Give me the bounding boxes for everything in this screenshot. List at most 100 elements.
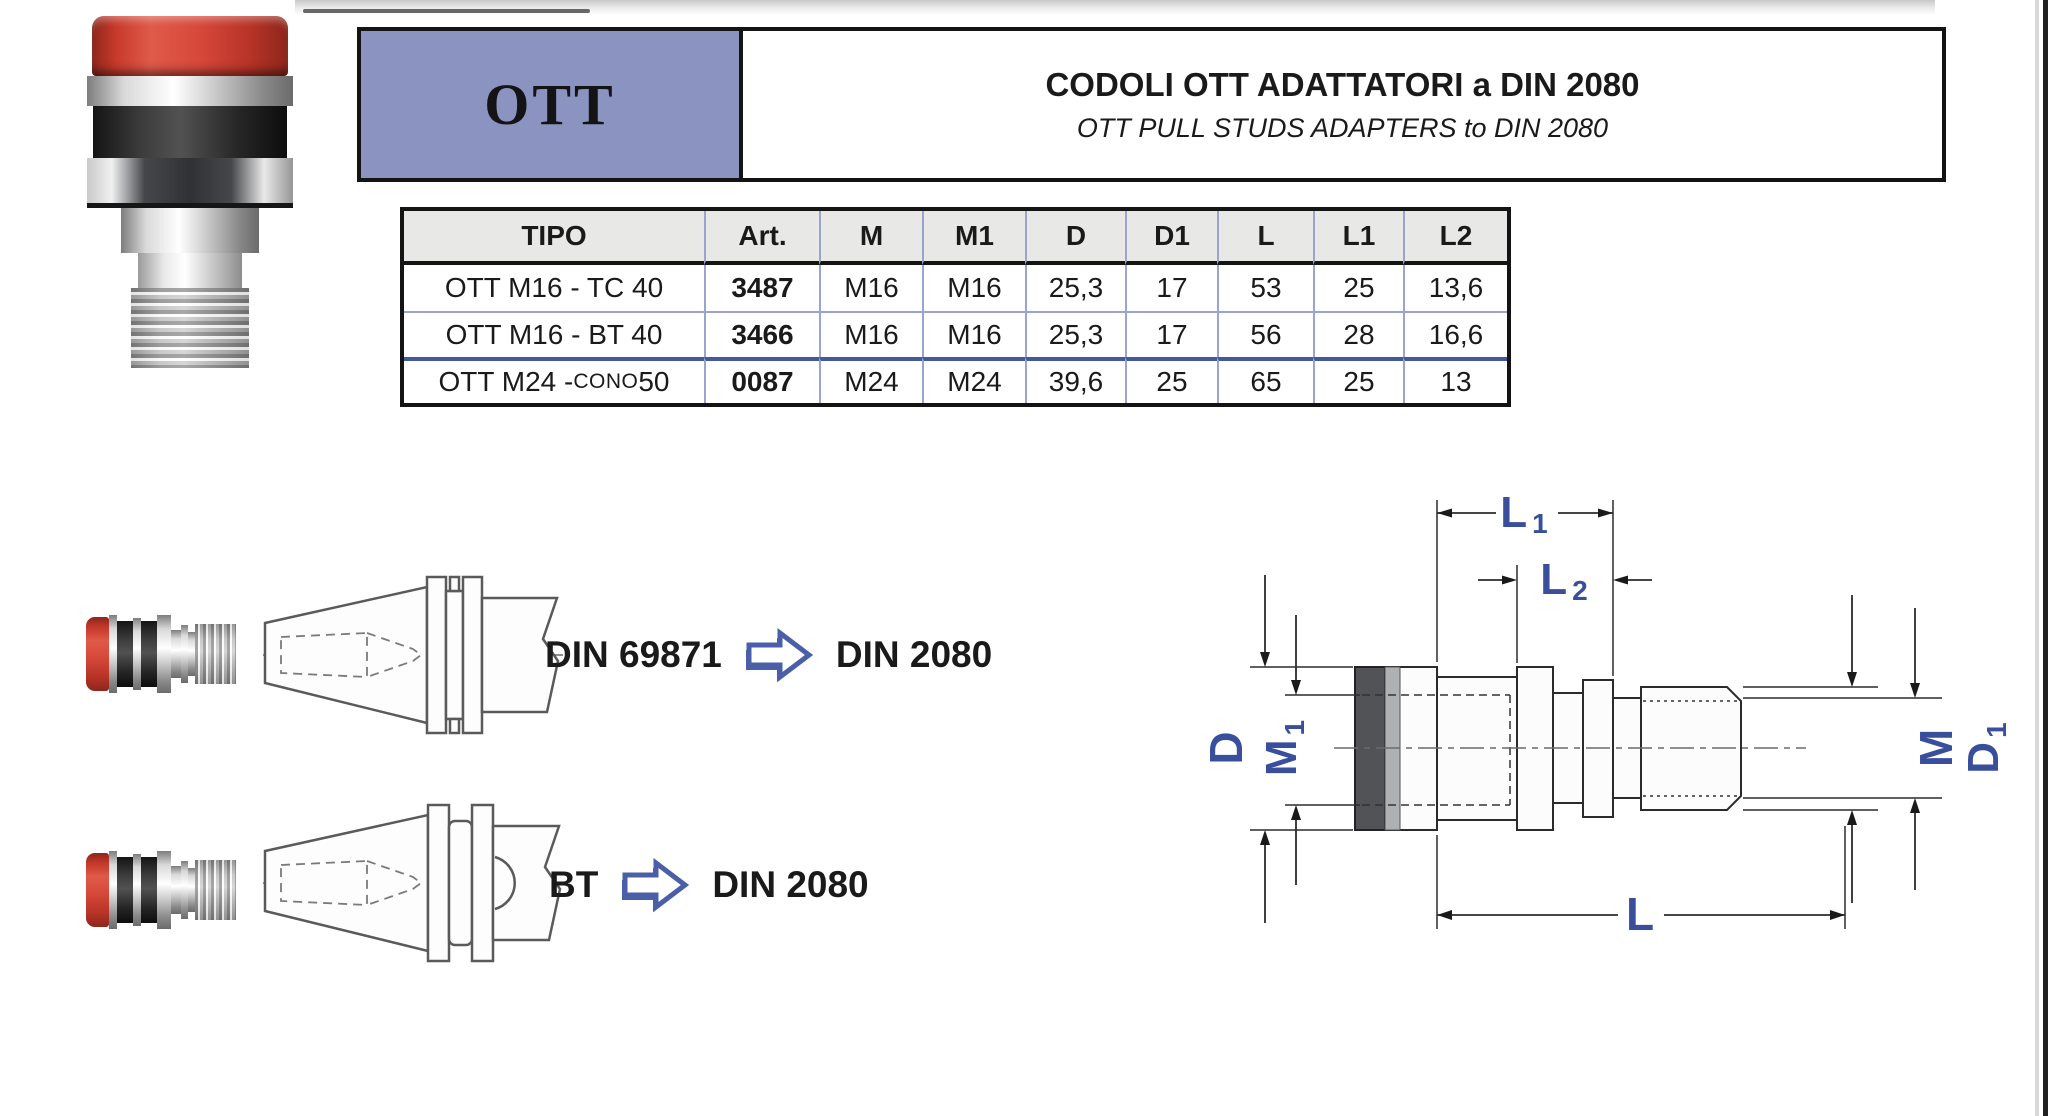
header: OTT CODOLI OTT ADATTATORI a DIN 2080 OTT… [357,27,1946,182]
row1-d: 25,3 [1025,265,1125,311]
row1-tipo-text: OTT M16 - TC 40 [444,272,664,303]
row1-l: 53 [1217,265,1313,311]
stud-collar [156,851,171,929]
stud-black-ring [141,621,157,687]
stud-silver-ring [109,851,118,929]
row2-l1: 28 [1313,311,1403,357]
col-header-d: D [1025,211,1125,265]
conversion-2: BT DIN 2080 [549,858,869,912]
page-right-line [2035,0,2039,1116]
dim-M1-main: M [1257,739,1306,776]
row2-m1: M16 [922,311,1025,357]
dim-label-L: L [1626,888,1654,940]
pull-stud-photo-horizontal-2 [86,848,236,932]
row3-l1: 25 [1313,357,1403,403]
stud-silver-ring [132,854,142,926]
row3-tipo-smallcaps: CONO [573,370,639,393]
stud-black-ring [117,857,133,923]
col-header-l2: L2 [1403,211,1507,265]
title-block: CODOLI OTT ADATTATORI a DIN 2080 OTT PUL… [743,31,1942,178]
dim-M1-sub: 1 [1279,720,1310,736]
col-header-l: L [1217,211,1313,265]
row2-art: 3466 [704,311,819,357]
stud-black-ring [93,106,287,158]
stud-flange [87,157,293,204]
row3-tipo-text: OTT M24 - [438,366,574,397]
page-right-edge [2043,0,2048,1116]
stud-red-cap [86,853,109,927]
row2-m: M16 [819,311,922,357]
dim-L1-main: L [1500,488,1527,537]
row3-m1: M24 [922,357,1025,403]
stud-neck [170,630,181,678]
stud-black-ring [141,857,157,923]
row1-m: M16 [819,265,922,311]
stud-neck [138,253,242,288]
stud-thread [195,860,236,920]
stud-silver-ring [132,618,142,690]
row2-d1: 17 [1125,311,1217,357]
stud-neck [188,868,196,912]
col-header-l1: L1 [1313,211,1403,265]
col-header-m1: M1 [922,211,1025,265]
dim-L2-main: L [1540,555,1567,604]
stud-collar [180,861,189,919]
stud-thread [195,624,236,684]
row3-d: 39,6 [1025,357,1125,403]
row3-tipo: OTT M24 - CONO 50 [404,357,704,403]
conversion-from-label: DIN 69871 [545,634,722,675]
din69871-holder-drawing [263,575,563,735]
col-header-d1: D1 [1125,211,1217,265]
brand-logo: OTT [484,72,616,137]
row1-l1: 25 [1313,265,1403,311]
stud-silver-ring [87,76,293,107]
stud-red-cap [92,16,288,77]
dim-L2-sub: 2 [1572,575,1588,606]
pull-stud-photo-horizontal-1 [86,612,236,696]
page-title-italian: CODOLI OTT ADATTATORI a DIN 2080 [1045,65,1640,103]
stud-neck [188,632,196,676]
conversion-to-label: DIN 2080 [712,864,869,905]
conversion-from-label: BT [549,864,599,905]
row3-m: M24 [819,357,922,403]
row1-art: 3487 [704,265,819,311]
dim-label-M: M [1910,729,1962,767]
stud-collar [156,615,171,693]
row1-d1: 17 [1125,265,1217,311]
right-arrow-icon [622,858,690,912]
row2-tipo: OTT M16 - BT 40 [404,311,704,357]
row3-l: 65 [1217,357,1313,403]
row1-l2: 13,6 [1403,265,1507,311]
dim-D-main: D [1200,731,1252,764]
pull-stud-photo [70,16,310,369]
stud-collar [121,207,259,254]
row1-m1: M16 [922,265,1025,311]
stud-red-cap [86,617,109,691]
row3-art: 0087 [704,357,819,403]
dim-D1-main: D [1959,742,2008,774]
col-header-m: M [819,211,922,265]
row3-l2: 13 [1403,357,1507,403]
stud-flange-edge [87,203,293,208]
stud-black-ring [117,621,133,687]
row3-d1: 25 [1125,357,1217,403]
row2-l: 56 [1217,311,1313,357]
conversion-to-label: DIN 2080 [835,634,993,675]
bt-holder-drawing [263,803,563,963]
brand-box: OTT [361,31,743,178]
spec-table: TIPO Art. M M1 D D1 L L1 L2 OTT M16 - TC… [400,207,1511,407]
page-title-english: OTT PULL STUDS ADAPTERS to DIN 2080 [1076,112,1609,143]
dim-label-D1: D1 [1959,722,2012,773]
row1-tipo: OTT M16 - TC 40 [404,265,704,311]
dim-L-main: L [1626,888,1654,940]
dim-D1-sub: 1 [1981,722,2012,738]
stud-collar [180,625,189,683]
right-arrow-icon [745,628,814,682]
stud-neck [170,866,181,914]
page-top-edge-line [303,9,590,13]
conversion-1: DIN 69871 DIN 2080 [545,628,993,682]
